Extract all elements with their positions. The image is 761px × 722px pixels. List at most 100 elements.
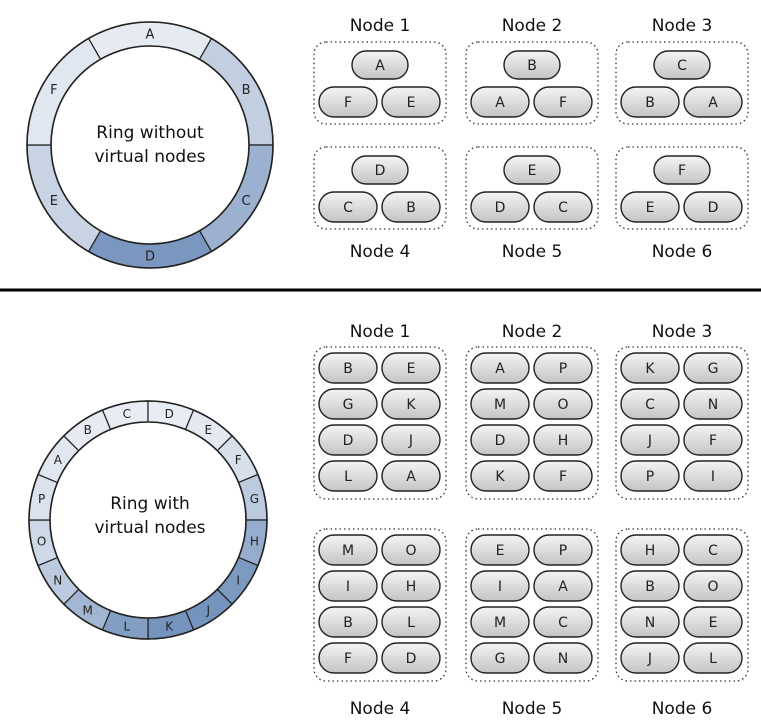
bottom-node-6-title: Node 6 [652,699,713,719]
bottom-node-1-token-2: E [381,352,441,384]
bottom-node-6-token-5-label: N [645,615,655,631]
top-node-4-token-3-label: B [406,200,416,216]
bottom-node-4-token-2-label: O [405,543,416,559]
bottom-node-6-token-7-label: J [647,651,652,667]
bottom-node-2-title: Node 2 [502,322,563,342]
bottom-node-4-box [313,528,447,682]
top-node-5-token-2-label: D [495,200,506,216]
bottom-node-1-token-6-label: J [408,433,413,449]
bottom-node-3-token-7: P [620,460,680,492]
bottom-node-5-token-6-label: C [558,615,568,631]
bottom-node-4-token-5: B [318,606,378,638]
bottom-node-6-token-2-label: C [708,543,718,559]
top-node-4-token-3: B [381,191,441,223]
bottom-node-3-token-4-label: N [708,397,718,413]
bottom-node-2-token-8-label: F [559,469,567,485]
bottom-node-5-token-8-label: N [558,651,568,667]
top-ring-outer-edge [26,21,274,269]
bottom-node-1-token-3-label: G [343,397,354,413]
bottom-node-4-token-8: D [381,642,441,674]
top-ring-inner-edge [50,45,250,245]
bottom-ring-segment-label: N [53,574,62,588]
top-node-6-box [615,146,749,230]
bottom-node-2-token-4: O [533,388,593,420]
bottom-node-4-token-4: H [381,570,441,602]
bottom-node-4-token-6-label: L [407,615,415,631]
bottom-node-5-token-2-label: P [559,543,567,559]
top-node-1-box [313,41,447,125]
bottom-node-3-token-3: C [620,388,680,420]
bottom-node-1-token-8-label: A [406,469,416,485]
top-node-5-token-1-label: E [528,163,537,179]
top-node-6-title: Node 6 [652,242,713,262]
top-node-2-token-1: B [503,50,561,80]
top-node-6-token-1: F [653,155,711,185]
top-node-4-token-1: D [351,155,409,185]
bottom-node-1-token-5: D [318,424,378,456]
bottom-node-3-box [615,346,749,500]
top-node-1-token-3: E [381,86,441,118]
bottom-node-5-token-7: G [470,642,530,674]
bottom-node-4-token-7-label: F [344,651,352,667]
top-ring-segment-label: F [50,83,57,98]
bottom-node-3-token-7-label: P [646,469,654,485]
top-node-2-token-3: F [533,86,593,118]
bottom-node-1-token-3: G [318,388,378,420]
top-node-2-token-2: A [470,86,530,118]
bottom-node-1-token-6: J [381,424,441,456]
top-node-6-token-2: E [620,191,680,223]
bottom-node-5-token-5-label: M [494,615,506,631]
top-node-4-token-2: C [318,191,378,223]
bottom-node-2-token-5: D [470,424,530,456]
bottom-ring-segment-label: M [83,604,93,618]
bottom-node-1-title: Node 1 [350,322,411,342]
top-node-2-box [465,41,599,125]
bottom-node-5-token-7-label: G [495,651,506,667]
bottom-node-2-box [465,346,599,500]
top-node-6-token-3: D [683,191,743,223]
bottom-node-1-token-2-label: E [407,361,416,377]
bottom-node-2-token-1: A [470,352,530,384]
bottom-node-2-token-8: F [533,460,593,492]
top-node-5-token-3: C [533,191,593,223]
bottom-node-2-token-6-label: H [558,433,569,449]
bottom-ring-label-line1: Ring with [110,494,190,514]
bottom-node-4-token-4-label: H [406,579,417,595]
bottom-node-6-token-6-label: E [709,615,718,631]
top-node-1-token-2-label: F [344,95,352,111]
bottom-node-2-token-2: P [533,352,593,384]
bottom-node-5-token-6: C [533,606,593,638]
bottom-ring-segment-label: K [165,620,174,634]
bottom-node-4-token-7: F [318,642,378,674]
top-node-3-token-1: C [653,50,711,80]
bottom-ring-segment-label: E [205,423,213,437]
top-node-4-box [313,146,447,230]
bottom-node-4-token-3-label: I [346,579,350,595]
bottom-ring-segment-label: A [54,453,63,467]
top-node-4-token-2-label: C [343,200,353,216]
bottom-node-6-token-8-label: L [709,651,717,667]
bottom-node-6-token-7: J [620,642,680,674]
top-node-5-token-3-label: C [558,200,568,216]
top-node-6-token-2-label: E [646,200,655,216]
bottom-node-6-token-4-label: O [707,579,718,595]
bottom-node-1-token-5-label: D [343,433,354,449]
bottom-node-6-token-1-label: H [645,543,656,559]
top-node-2-token-3-label: F [559,95,567,111]
bottom-node-4-token-8-label: D [406,651,417,667]
bottom-node-1-token-7-label: L [344,469,352,485]
bottom-node-3-title: Node 3 [652,322,713,342]
bottom-ring-label-line2: virtual nodes [94,518,205,538]
bottom-node-5-token-2: P [533,534,593,566]
bottom-ring-segment-label: J [206,604,211,618]
bottom-node-6-box [615,528,749,682]
top-node-1-token-2: F [318,86,378,118]
bottom-node-3-token-3-label: C [645,397,655,413]
top-node-2-token-2-label: A [495,95,505,111]
top-node-1-title: Node 1 [350,16,411,36]
top-node-2-token-1-label: B [527,58,537,74]
bottom-node-2-token-3-label: M [494,397,506,413]
